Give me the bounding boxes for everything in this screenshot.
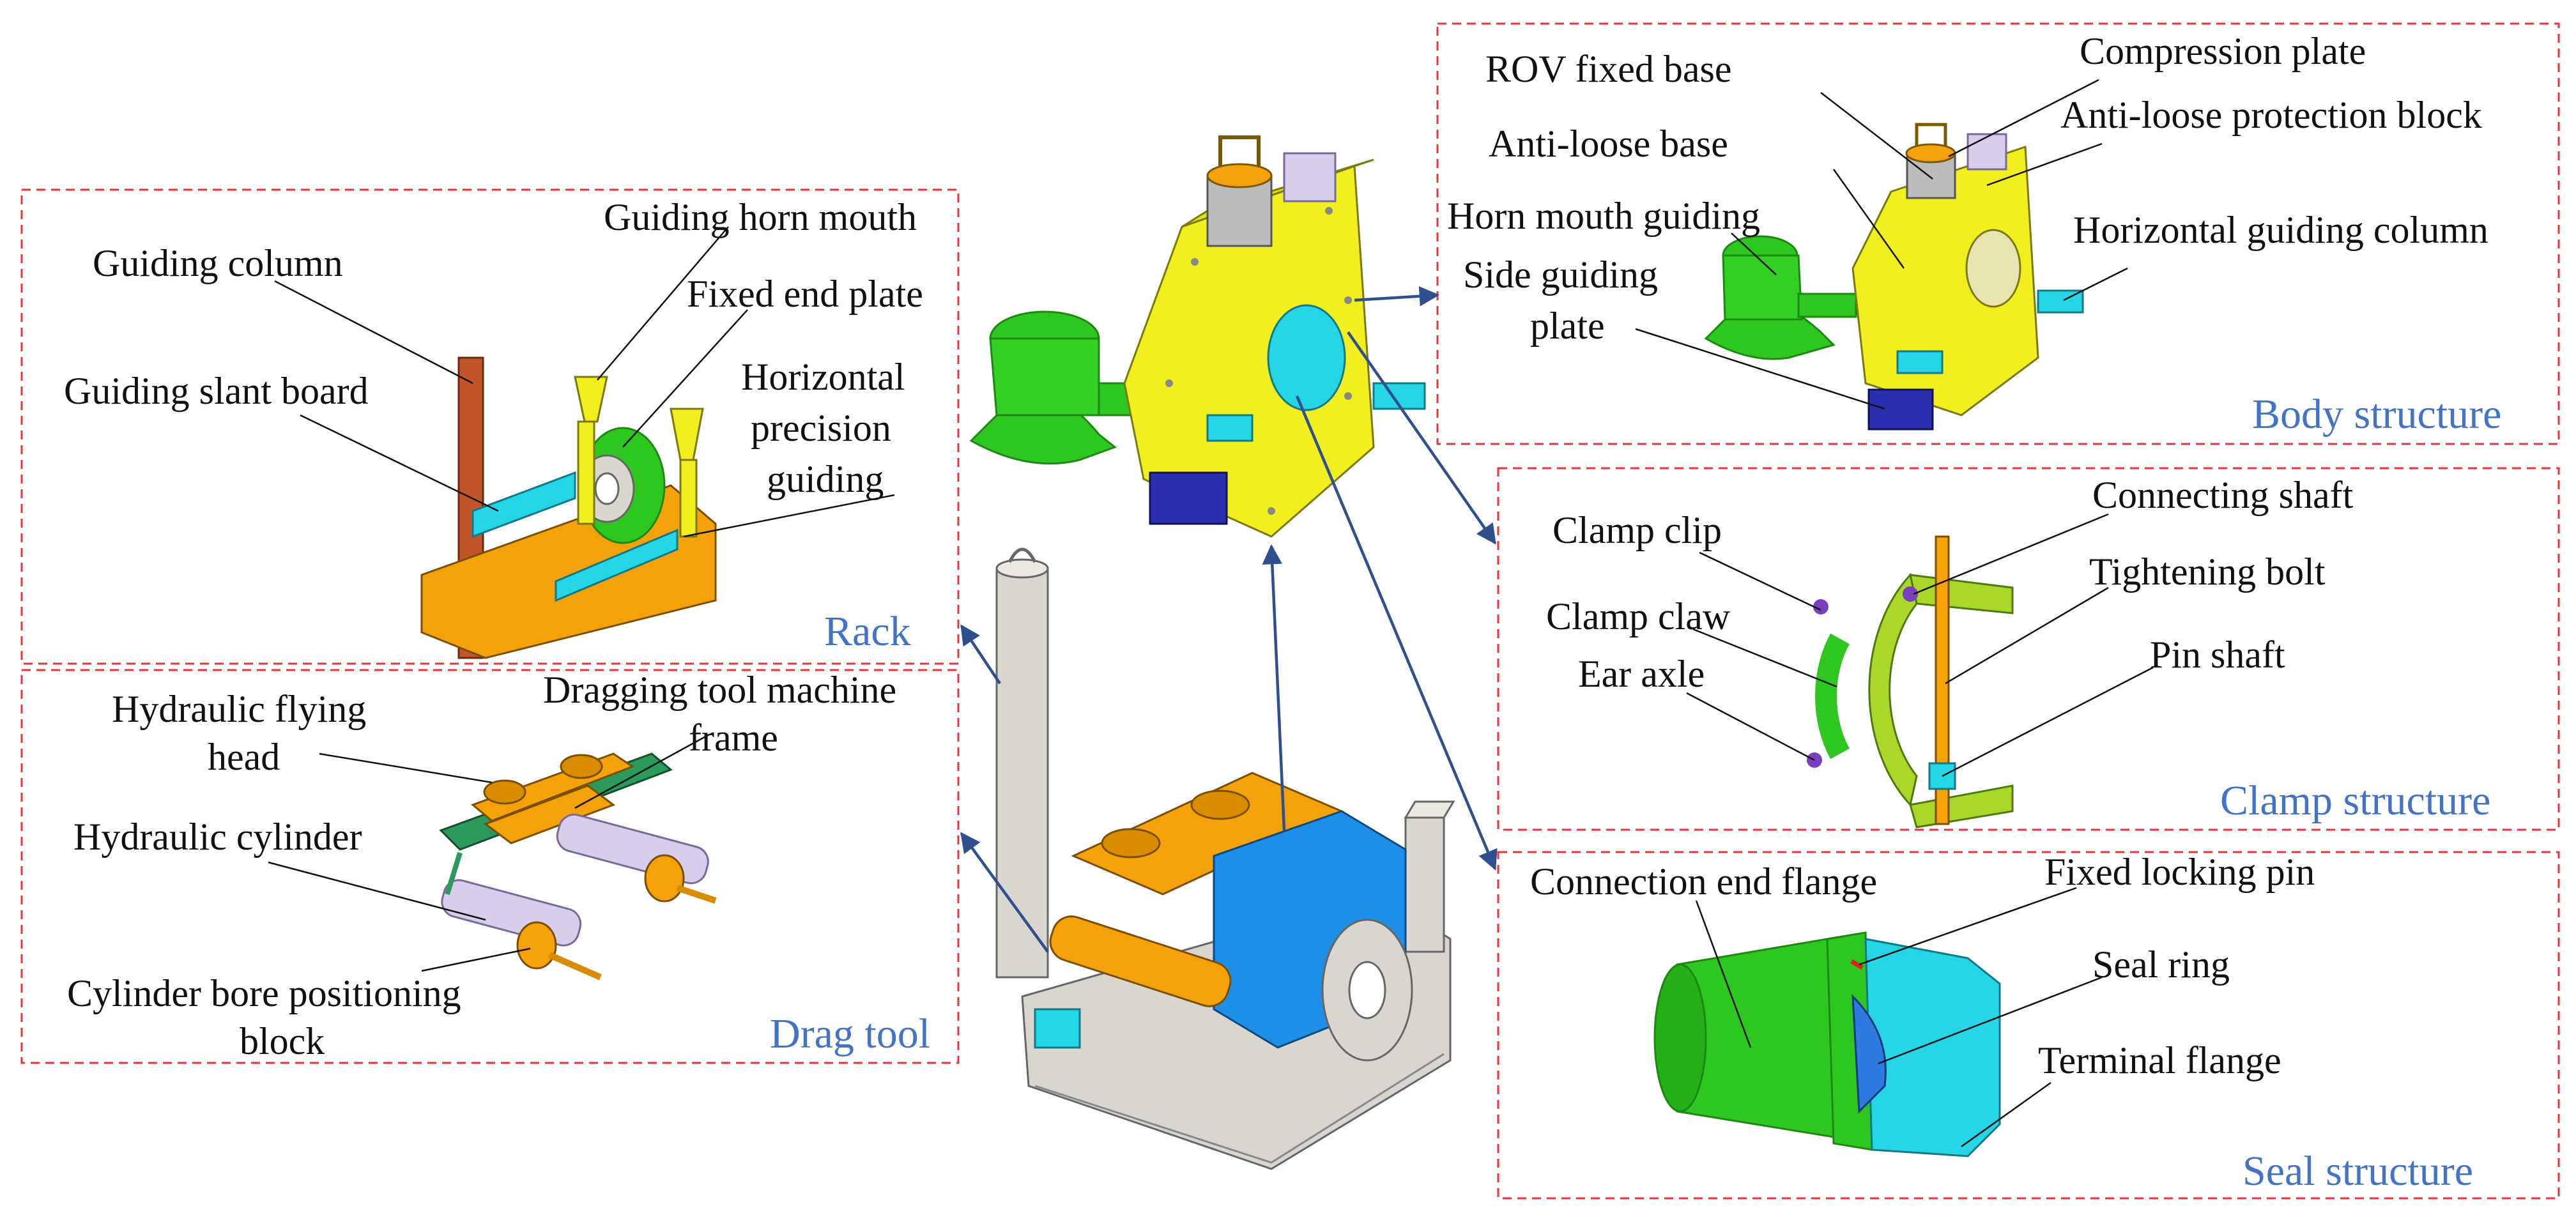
label-hydraulic-flying-head-2: head (208, 736, 280, 778)
clamp-structure-title: Clamp structure (2220, 777, 2490, 824)
label-fixed-end-plate: Fixed end plate (687, 273, 923, 315)
label-fixed-locking-pin: Fixed locking pin (2044, 851, 2315, 893)
drag-tool-title: Drag tool (770, 1011, 930, 1057)
connection-arrows (960, 286, 1498, 953)
label-compression-plate: Compression plate (2080, 30, 2366, 72)
label-dragging-tool-machine-frame-2: frame (689, 717, 778, 759)
seal-structure-box (1497, 851, 2560, 1200)
label-rov-fixed-base: ROV fixed base (1485, 48, 1732, 90)
drag-tool-box (20, 669, 960, 1064)
label-pin-shaft: Pin shaft (2150, 634, 2285, 676)
label-side-guiding-plate-1: Side guiding (1463, 254, 1658, 296)
label-cylinder-bore-positioning-block-1: Cylinder bore positioning (67, 972, 461, 1014)
label-terminal-flange: Terminal flange (2038, 1039, 2281, 1081)
label-clamp-clip: Clamp clip (1552, 509, 1722, 551)
label-anti-loose-base: Anti-loose base (1489, 123, 1728, 165)
label-connection-end-flange: Connection end flange (1530, 860, 1877, 903)
label-hydraulic-cylinder: Hydraulic cylinder (73, 816, 362, 858)
seal-structure-illustration (1653, 931, 2001, 1157)
label-connecting-shaft: Connecting shaft (2092, 474, 2354, 516)
seal-structure-title: Seal structure (2242, 1148, 2473, 1194)
label-anti-loose-protection-block: Anti-loose protection block (2060, 94, 2482, 136)
leader-lines (268, 79, 2154, 1148)
clamp-structure-illustration (1807, 535, 2014, 828)
label-ear-axle: Ear axle (1578, 653, 1705, 695)
label-horizontal-guiding-column: Horizontal guiding column (2073, 209, 2488, 251)
label-hydraulic-flying-head-1: Hydraulic flying (112, 688, 366, 730)
label-guiding-column: Guiding column (93, 242, 343, 284)
center-body-assembly (969, 135, 1426, 538)
label-guiding-slant-board: Guiding slant board (64, 370, 369, 412)
rack-illustration (420, 356, 717, 659)
label-clamp-claw: Clamp claw (1546, 595, 1731, 637)
label-dragging-tool-machine-frame-1: Dragging tool machine (543, 669, 896, 711)
clamp-structure-box (1497, 467, 2560, 831)
label-seal-ring: Seal ring (2092, 943, 2230, 986)
label-cylinder-bore-positioning-block-2: block (240, 1020, 325, 1062)
label-horizontal-precision-guiding-1: Horizontal (741, 356, 905, 398)
center-full-assembly (995, 547, 1455, 1170)
label-horizontal-precision-guiding-3: guiding (767, 458, 884, 500)
label-guiding-horn-mouth: Guiding horn mouth (604, 196, 917, 238)
label-side-guiding-plate-2: plate (1530, 305, 1605, 347)
label-tightening-bolt: Tightening bolt (2089, 551, 2326, 593)
label-horizontal-precision-guiding-2: precision (751, 407, 891, 449)
label-horn-mouth-guiding: Horn mouth guiding (1447, 195, 1760, 237)
body-structure-illustration (1704, 123, 2084, 431)
body-structure-title: Body structure (2252, 391, 2501, 438)
rack-title: Rack (824, 608, 911, 655)
drag-tool-illustration (439, 752, 717, 980)
body-structure-box (1436, 22, 2560, 445)
